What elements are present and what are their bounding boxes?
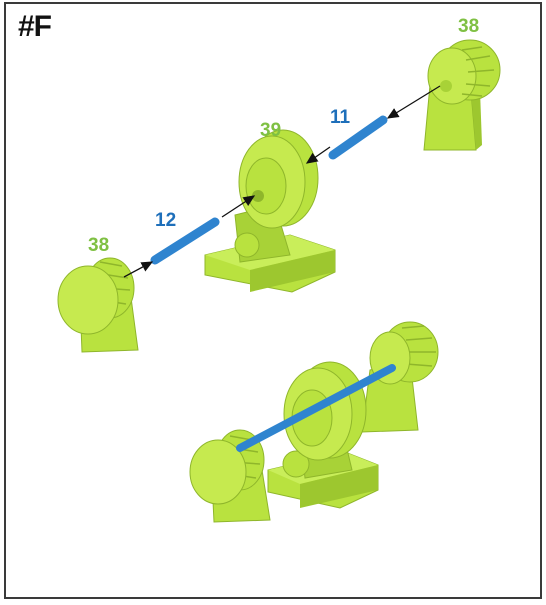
label-center-wheel: 39 xyxy=(260,120,281,141)
right-pulley-part xyxy=(424,40,500,150)
center-wheel-part xyxy=(205,130,335,292)
label-rod-11: 11 xyxy=(330,107,351,128)
assembled-result xyxy=(190,322,438,522)
label-right-pulley: 38 xyxy=(458,16,479,37)
left-pulley-part xyxy=(58,258,138,352)
label-rod-12: 12 xyxy=(155,210,176,231)
label-left-pulley: 38 xyxy=(88,235,109,256)
